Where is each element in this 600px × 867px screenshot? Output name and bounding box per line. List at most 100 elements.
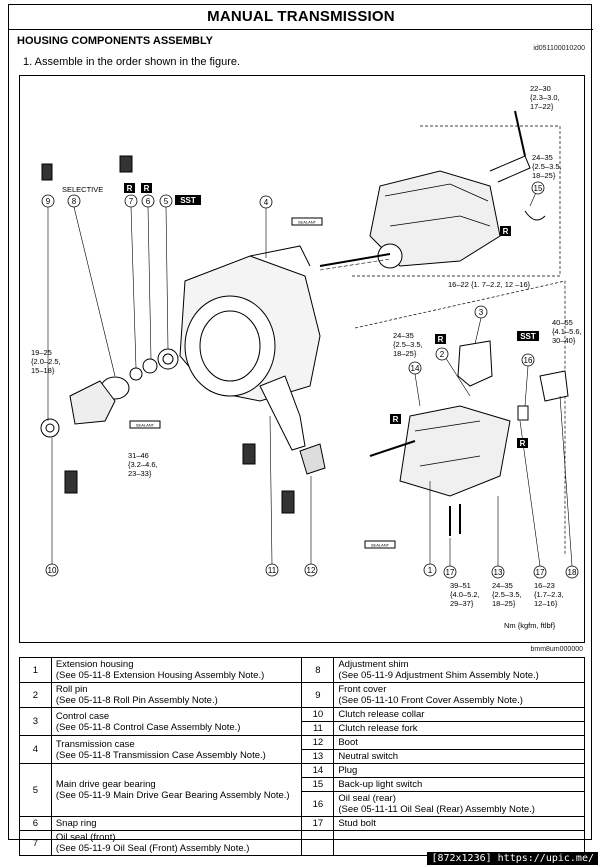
part-description: Stud bolt — [333, 816, 585, 831]
part-note: (See 05-11-8 Control Case Assembly Note.… — [55, 721, 241, 733]
part-number: 17 — [301, 816, 335, 831]
sst-badge: SST — [180, 196, 196, 205]
part-name: Back-up light switch — [338, 779, 423, 790]
callout-7 — [124, 194, 138, 208]
callout-label: 5 — [164, 197, 169, 206]
section-heading: HOUSING COMPONENTS ASSEMBLY — [17, 35, 213, 47]
callout-label: 9 — [46, 197, 51, 206]
torque-ml-3: 18–25} — [393, 349, 417, 358]
part-description: Control case(See 05-11-8 Control Case As… — [50, 707, 303, 736]
callout-label: 10 — [48, 566, 57, 575]
part-number: 16 — [301, 791, 335, 817]
part-description: Transmission case(See 05-11-8 Transmissi… — [50, 735, 303, 764]
torque-b2-3: 18–25} — [492, 599, 516, 608]
part-number: 10 — [301, 707, 335, 722]
sealant-label: SEALANT — [298, 220, 317, 225]
callout-11 — [265, 563, 279, 577]
badge-group — [124, 183, 539, 448]
part-description: Oil seal (front)(See 05-11-9 Oil Seal (F… — [50, 830, 303, 856]
callout-label: 17 — [446, 568, 455, 577]
torque-top-2: {2.3–3.0, — [530, 93, 560, 102]
callout-label: 7 — [129, 197, 134, 206]
callout-9 — [41, 194, 55, 208]
part-number: 14 — [301, 763, 335, 778]
torque-b1-1: 39–51 — [450, 581, 471, 590]
part-number: 6 — [19, 816, 52, 831]
torque-mr-1: 40–55 — [552, 318, 573, 327]
exploded-diagram: 9 8 7 6 5 4 15 3 2 16 14 10 11 12 1 17 1… — [19, 75, 585, 643]
callout-6 — [141, 194, 155, 208]
part-note: (See 05-11-8 Transmission Case Assembly … — [55, 749, 266, 761]
callout-18 — [565, 565, 579, 579]
callout-label: 14 — [411, 364, 420, 373]
diagram-canvas: 9 8 7 6 5 4 15 3 2 16 14 10 11 12 1 17 1… — [31, 84, 582, 630]
callout-label: 1 — [428, 566, 433, 575]
callout-label: 4 — [264, 198, 269, 207]
part-number: 8 — [301, 657, 335, 683]
part-description: Adjustment shim(See 05-11-9 Adjustment S… — [333, 657, 585, 683]
torque-left-2: {2.0–2.5, — [31, 357, 61, 366]
callout-1 — [423, 563, 437, 577]
part-name: Extension housing — [55, 659, 134, 670]
part-name: Transmission case — [55, 738, 135, 750]
torque-b3-1: 16–23 — [534, 581, 555, 590]
torque-top-1: 22–30 — [530, 84, 551, 93]
part-note: (See 05-11-9 Adjustment Shim Assembly No… — [338, 670, 539, 681]
r-badge: R — [144, 184, 150, 193]
callout-12 — [304, 563, 318, 577]
part-description: Roll pin(See 05-11-8 Roll Pin Assembly N… — [50, 682, 303, 708]
sealant-label: SEALANT — [136, 423, 155, 428]
callout-8 — [67, 194, 81, 208]
title-divider — [9, 29, 593, 30]
callout-4 — [259, 195, 273, 209]
watermark: [872x1236] https://upic.me/ — [427, 852, 598, 865]
callout-5 — [159, 194, 173, 208]
part-name: Roll pin — [55, 684, 88, 695]
part-name: Adjustment shim — [338, 659, 409, 670]
torque-b2-2: {2.5–3.5, — [492, 590, 522, 599]
torque-top-3: 17–22} — [530, 102, 554, 111]
callout-17a — [443, 565, 457, 579]
torque-rt-2: {2.5–3.5, — [532, 162, 562, 171]
callout-10 — [45, 563, 59, 577]
torque-ml-1: 24–35 — [393, 331, 414, 340]
part-description: Neutral switch — [333, 749, 585, 764]
callout-label: 6 — [146, 197, 151, 206]
torque-b1-2: {4.0–5.2, — [450, 590, 480, 599]
part-name: Clutch release collar — [338, 709, 425, 720]
part-number: 4 — [19, 735, 52, 764]
callout-16 — [521, 353, 535, 367]
callout-label: 17 — [536, 568, 545, 577]
empty-cell — [301, 830, 335, 856]
sst-badge: SST — [520, 332, 536, 341]
step-instruction: 1. Assemble in the order shown in the fi… — [23, 56, 241, 68]
part-name: Neutral switch — [338, 751, 398, 762]
part-number: 9 — [301, 682, 335, 708]
callout-label: 13 — [494, 568, 503, 577]
part-number: 15 — [301, 777, 335, 792]
part-note: (See 05-11-11 Oil Seal (Rear) Assembly N… — [338, 804, 535, 815]
torque-b3-2: {1.7–2.3, — [534, 590, 564, 599]
part-number: 11 — [301, 721, 335, 736]
callout-15 — [531, 181, 545, 195]
torque-band: 16–22 {1. 7–2.2, 12 –16} — [448, 280, 531, 289]
part-name: Snap ring — [55, 818, 97, 829]
part-number: 13 — [301, 749, 335, 764]
part-name: Oil seal (front) — [55, 832, 116, 843]
callout-label: 16 — [524, 356, 533, 365]
part-description: Clutch release collar — [333, 707, 585, 722]
part-name: Stud bolt — [338, 818, 376, 829]
part-number: 3 — [19, 707, 52, 736]
part-name: Front cover — [338, 684, 387, 695]
callout-2 — [435, 347, 449, 361]
torque-b2-1: 24–35 — [492, 581, 513, 590]
